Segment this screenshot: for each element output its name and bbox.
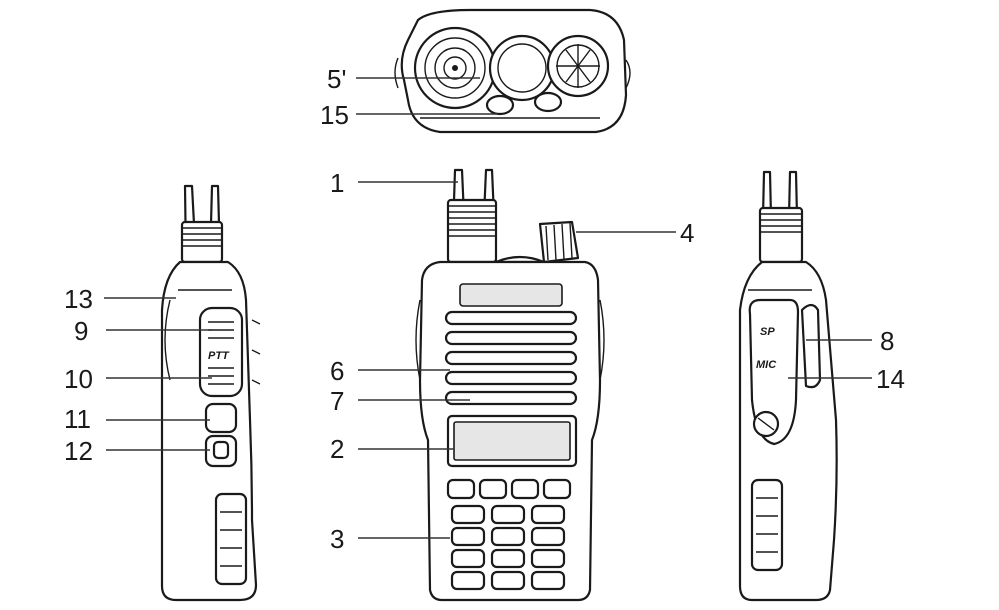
keypad-key [450, 504, 486, 525]
antenna [446, 168, 498, 264]
keypad-key [490, 526, 526, 547]
top-label-plate [459, 283, 563, 307]
radio-front-view [415, 168, 605, 602]
keypad-key [490, 548, 526, 569]
callout-2: 2 [330, 434, 344, 464]
callout-15: 15 [320, 100, 349, 130]
keypad-key [530, 548, 566, 569]
callout-labels: 5' 15 1 4 13 9 10 11 12 6 7 2 3 8 14 [64, 64, 905, 554]
keypad-key [490, 570, 526, 591]
callout-leaders [104, 77, 872, 539]
callout-13: 13 [64, 284, 93, 314]
keypad-key [450, 548, 486, 569]
top-button [533, 91, 563, 113]
side-key-1 [204, 402, 238, 434]
volume-knob [538, 220, 580, 264]
keypad-key [478, 478, 508, 500]
sp-label: SP [760, 326, 775, 338]
keypad-key [530, 570, 566, 591]
callout-3: 3 [330, 524, 344, 554]
callout-6: 6 [330, 356, 344, 386]
callout-7: 7 [330, 386, 344, 416]
keypad-key [450, 526, 486, 547]
radio-right-side-view: SP MIC [738, 170, 838, 602]
radio-left-side-view: PTT [160, 184, 261, 602]
callout-1: 1 [330, 168, 344, 198]
callout-11: 11 [64, 404, 91, 434]
side-bump [800, 303, 822, 389]
keypad-key [530, 526, 566, 547]
callout-5: 5' [327, 64, 346, 94]
top-led [485, 94, 515, 116]
callout-14: 14 [876, 364, 905, 394]
volume-knob-top [546, 34, 610, 98]
radio-top-view [394, 8, 631, 134]
keypad [446, 478, 572, 591]
sp-mic-jack-cover: SP MIC [748, 298, 800, 446]
keypad-key [530, 504, 566, 525]
keypad-key [490, 504, 526, 525]
antenna-connector [413, 26, 497, 110]
callout-10: 10 [64, 364, 93, 394]
ptt-button: PTT [198, 306, 244, 398]
keypad-key [542, 478, 572, 500]
callout-4: 4 [680, 218, 694, 248]
keypad-key [450, 570, 486, 591]
keypad-key [510, 478, 540, 500]
speaker-grille [444, 310, 578, 406]
mic-label: MIC [756, 359, 777, 371]
callout-12: 12 [64, 436, 93, 466]
ptt-label: PTT [208, 350, 230, 362]
callout-9: 9 [74, 316, 88, 346]
callout-8: 8 [880, 326, 894, 356]
top-center-knob [488, 34, 556, 102]
keypad-key [446, 478, 476, 500]
